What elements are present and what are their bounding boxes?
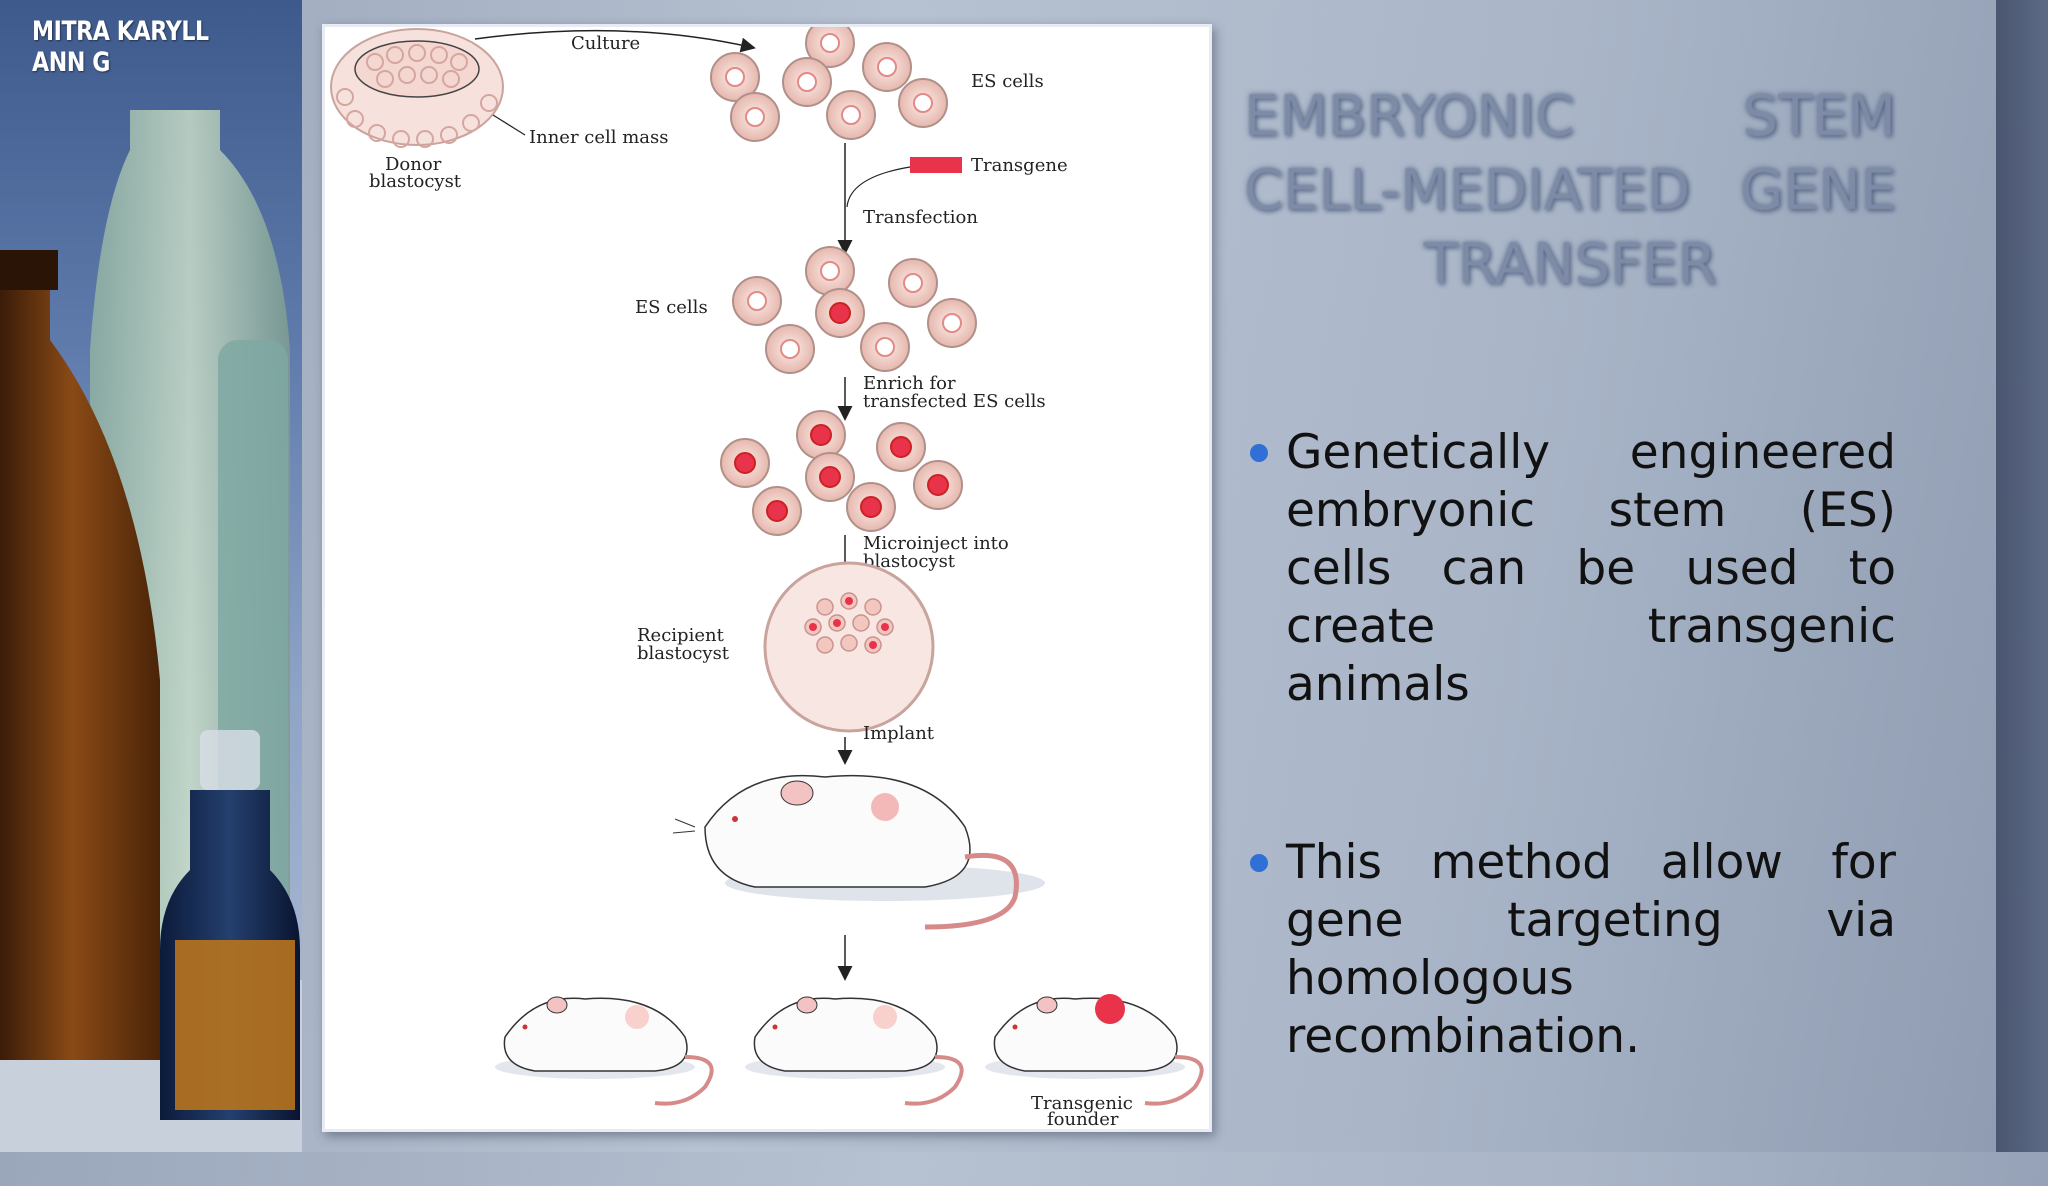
recipient-mouse	[672, 774, 1045, 930]
bottles-photo: MITRA KARYLL ANN G	[0, 0, 302, 1152]
bullet-item: Genetically engineered embryonic stem (E…	[1248, 424, 1896, 714]
transgene-label: Transgene	[971, 155, 1068, 176]
es-cells-enriched	[720, 410, 963, 536]
title-line-3: TRANSFER	[1244, 228, 1896, 302]
bullet-text: Genetically engineered embryonic stem (E…	[1286, 425, 1896, 712]
transgene-bar	[910, 157, 962, 173]
bullet-list: Genetically engineered embryonic stem (E…	[1248, 424, 1896, 1186]
offspring-mouse-1	[495, 996, 714, 1106]
implant-label: Implant	[863, 723, 935, 744]
bullet-dot-icon	[1250, 854, 1268, 872]
transfection-label: Transfection	[863, 207, 978, 228]
enrich-label-1: Enrich for	[863, 373, 956, 394]
title-line-1: EMBRYONIC STEM	[1244, 80, 1896, 154]
transgenic-founder-mouse	[985, 994, 1204, 1106]
title-word: TRANSFER	[1423, 232, 1717, 297]
transgene-join-line	[846, 166, 911, 208]
slide-title: EMBRYONIC STEM CELL-MEDIATED GENE TRANSF…	[1244, 80, 1896, 302]
es-cells-mid-label: ES cells	[635, 297, 708, 318]
recipient-blastocyst	[763, 561, 935, 733]
title-word: CELL-MEDIATED	[1244, 158, 1691, 223]
inner-cell-mass-label: Inner cell mass	[529, 127, 669, 148]
bottles-illustration	[0, 110, 302, 1152]
title-line-2: CELL-MEDIATED GENE	[1244, 154, 1896, 228]
culture-label: Culture	[571, 33, 640, 54]
bullet-item: This method allow for gene targeting via…	[1248, 834, 1896, 1066]
enrich-label-2: transfected ES cells	[863, 391, 1046, 412]
offspring-mouse-2	[745, 996, 964, 1106]
title-word: STEM	[1742, 84, 1896, 149]
founder-label-2: founder	[1047, 1109, 1119, 1129]
founder-label-1: Transgenic	[1031, 1093, 1133, 1114]
recipient-label-1: Recipient	[637, 625, 725, 646]
donor-label-2: blastocyst	[369, 171, 462, 192]
es-cells-top	[710, 27, 948, 142]
recipient-label-2: blastocyst	[637, 643, 730, 664]
microinject-label-1: Microinject into	[863, 533, 1009, 554]
bullet-text: This method allow for gene targeting via…	[1286, 835, 1896, 1064]
donor-label-1: Donor	[385, 154, 442, 175]
title-word: EMBRYONIC	[1244, 84, 1575, 149]
inner-cell-mass-leader	[492, 114, 526, 136]
bullet-dot-icon	[1250, 444, 1268, 462]
microinject-label-2: blastocyst	[863, 551, 956, 572]
culture-arrow	[474, 29, 756, 53]
donor-blastocyst	[330, 28, 504, 148]
title-word: GENE	[1739, 158, 1896, 223]
author-name: MITRA KARYLL ANN G	[32, 16, 209, 78]
es-cells-top-label: ES cells	[971, 71, 1044, 92]
right-edge-strip	[1996, 0, 2048, 1152]
es-cells-mid	[732, 246, 977, 374]
es-cell-transfer-diagram: Donor blastocyst Inner cell mass Culture…	[322, 24, 1212, 1132]
